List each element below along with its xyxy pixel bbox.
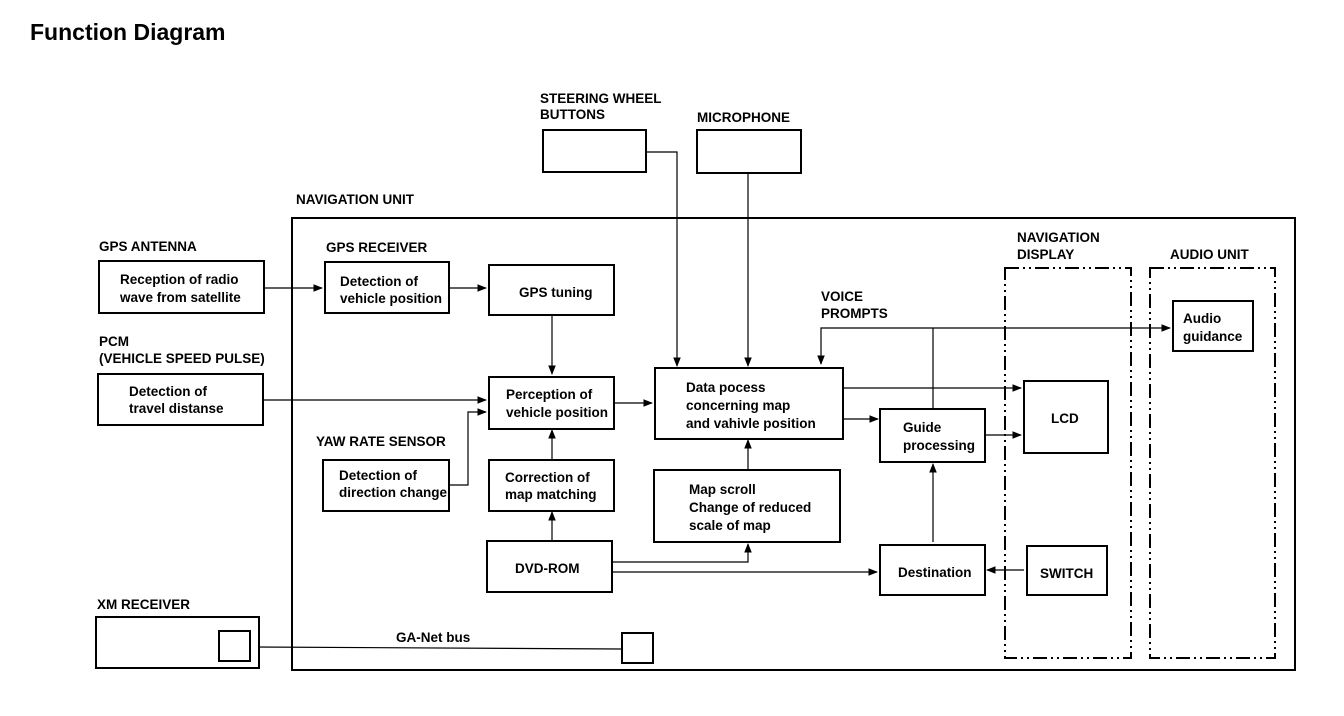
reception-text-line2: wave from satellite bbox=[119, 290, 241, 305]
navigation-unit-frame bbox=[291, 217, 1296, 671]
page-title: Function Diagram bbox=[30, 19, 226, 45]
microphone-box bbox=[696, 129, 802, 174]
gps-tuning-text: GPS tuning bbox=[519, 285, 593, 300]
xm-receiver-connector bbox=[218, 630, 251, 662]
detection-direction-text-line2: direction change bbox=[339, 485, 448, 500]
navigation-display-label-line2: DISPLAY bbox=[1017, 247, 1074, 262]
correction-text-line1: Correction of bbox=[505, 470, 590, 485]
steering-wheel-buttons-box bbox=[542, 129, 647, 173]
navigation-display-frame bbox=[1004, 267, 1132, 659]
ga-net-bus-label: GA-Net bus bbox=[396, 630, 470, 645]
perception-box bbox=[488, 376, 615, 430]
yaw-rate-sensor-label: YAW RATE SENSOR bbox=[316, 434, 446, 449]
lcd-text: LCD bbox=[1051, 411, 1079, 426]
voice-prompts-label-line1: VOICE bbox=[821, 289, 863, 304]
xm-receiver-label: XM RECEIVER bbox=[97, 597, 190, 612]
detection-travel-text-line1: Detection of bbox=[129, 384, 208, 399]
map-scroll-text-line3: scale of map bbox=[689, 518, 771, 533]
guide-processing-text-line1: Guide bbox=[903, 420, 942, 435]
guide-processing-text-line2: processing bbox=[903, 438, 975, 453]
correction-text-line2: map matching bbox=[505, 487, 597, 502]
reception-box bbox=[98, 260, 265, 314]
guide-processing-box bbox=[879, 408, 986, 463]
map-scroll-text-line1: Map scroll bbox=[689, 482, 756, 497]
dvd-rom-text: DVD-ROM bbox=[515, 561, 580, 576]
data-process-box bbox=[654, 367, 844, 440]
pcm-label-line2: (VEHICLE SPEED PULSE) bbox=[99, 351, 265, 366]
destination-box bbox=[879, 544, 986, 596]
line-steering-to-data-process bbox=[646, 151, 681, 367]
audio-unit-label: AUDIO UNIT bbox=[1170, 247, 1249, 262]
audio-guidance-box bbox=[1172, 300, 1254, 352]
line-direction-to-perception bbox=[449, 408, 487, 486]
steering-wheel-buttons-label-line2: BUTTONS bbox=[540, 107, 605, 122]
line-guide-to-voice-prompts bbox=[817, 327, 933, 365]
detection-vehicle-position-text-line2: vehicle position bbox=[340, 291, 442, 306]
pcm-label-line1: PCM bbox=[99, 334, 129, 349]
detection-travel-box bbox=[97, 373, 264, 426]
perception-text-line2: vehicle position bbox=[506, 405, 608, 420]
steering-wheel-buttons-label-line1: STEERING WHEEL bbox=[540, 91, 662, 106]
audio-unit-frame bbox=[1149, 267, 1276, 659]
data-process-text-line3: and vahivle position bbox=[686, 416, 816, 431]
detection-travel-text-line2: travel distanse bbox=[129, 401, 224, 416]
ga-net-bus-line bbox=[250, 646, 622, 650]
correction-box bbox=[488, 459, 615, 512]
detection-direction-box bbox=[322, 459, 450, 512]
map-scroll-text-line2: Change of reduced bbox=[689, 500, 811, 515]
map-scroll-box bbox=[653, 469, 841, 543]
data-process-text-line1: Data pocess bbox=[686, 380, 766, 395]
detection-direction-text-line1: Detection of bbox=[339, 468, 418, 483]
ga-net-connector bbox=[621, 632, 654, 664]
detection-vehicle-position-box bbox=[324, 261, 450, 314]
navigation-unit-label: NAVIGATION UNIT bbox=[296, 192, 415, 207]
audio-guidance-text-line2: guidance bbox=[1183, 329, 1243, 344]
gps-tuning-box bbox=[488, 264, 615, 316]
perception-text-line1: Perception of bbox=[506, 387, 593, 402]
detection-vehicle-position-text-line1: Detection of bbox=[340, 274, 419, 289]
lcd-box bbox=[1023, 380, 1109, 454]
destination-text: Destination bbox=[898, 565, 972, 580]
audio-guidance-text-line1: Audio bbox=[1183, 311, 1221, 326]
microphone-label: MICROPHONE bbox=[697, 110, 790, 125]
switch-box bbox=[1026, 545, 1108, 596]
voice-prompts-label-line2: PROMPTS bbox=[821, 306, 888, 321]
gps-receiver-label: GPS RECEIVER bbox=[326, 240, 428, 255]
line-dvd-to-map-scroll bbox=[612, 543, 752, 563]
gps-antenna-label: GPS ANTENNA bbox=[99, 239, 197, 254]
dvd-rom-box bbox=[486, 540, 613, 593]
navigation-display-label-line1: NAVIGATION bbox=[1017, 230, 1100, 245]
data-process-text-line2: concerning map bbox=[686, 398, 790, 413]
switch-text: SWITCH bbox=[1040, 566, 1093, 581]
reception-text-line1: Reception of radio bbox=[120, 272, 239, 287]
